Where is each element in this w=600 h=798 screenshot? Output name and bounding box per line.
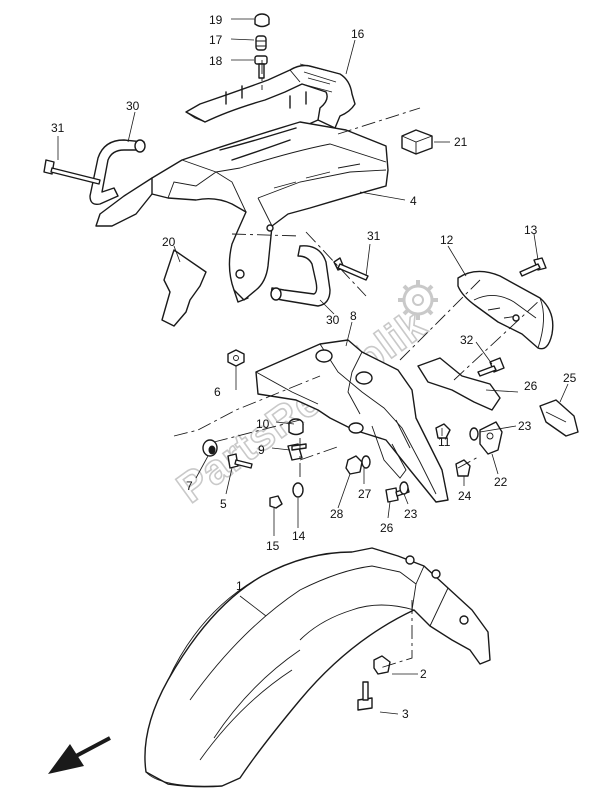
callout-11: 11 [438,435,451,449]
callout-19: 19 [209,13,223,27]
callout-25: 25 [563,371,577,385]
part-bolt-5 [227,453,253,469]
part-damper-block [401,129,433,155]
callout-23a: 23 [404,507,418,521]
callout-30a: 30 [126,99,140,113]
callout-17: 17 [209,33,223,47]
callout-23b: 23 [518,419,532,433]
callout-31b: 31 [367,229,381,243]
callout-5: 5 [220,497,227,511]
gear-logo-icon [398,280,438,320]
callout-6: 6 [214,385,221,399]
callout-29: 28 [330,507,344,521]
front-direction-arrow-icon [48,736,111,774]
part-nut-15 [269,495,283,509]
callout-18: 18 [209,54,223,68]
part-nut-2 [373,655,391,675]
callout-21: 21 [454,135,468,149]
callout-12: 12 [440,233,454,247]
callout-13: 13 [524,223,538,237]
callout-26: 24 [458,489,472,503]
part-license-bracket [417,357,501,411]
callout-30b: 30 [326,313,340,327]
callout-15: 15 [266,539,280,553]
part-bolt-32 [477,357,505,377]
part-nut-11 [435,423,451,439]
part-hand-grip-left [89,139,146,206]
part-sticker [161,249,207,327]
callout-4: 4 [410,194,417,208]
callout-22: 22 [494,475,508,489]
callout-31a: 31 [51,121,65,135]
part-bolt-left [43,159,101,185]
callout-1: 1 [236,579,243,593]
part-bolt-9 [287,443,307,461]
part-nut-6 [227,349,245,367]
callout-20: 20 [162,235,176,249]
leader-lines [57,18,569,715]
part-bolt-13 [519,257,547,277]
callout-3: 3 [402,707,409,721]
part-cap [254,13,270,28]
part-tail-cover [457,270,554,350]
part-washer-14 [292,482,304,498]
part-rear-fender [144,547,491,788]
callout-32: 32 [460,333,474,347]
part-bolt-mid [333,257,369,281]
part-bolt-top [254,55,268,79]
part-carrier-frame [95,121,389,303]
alignment-lines [173,60,541,669]
part-nut-29 [345,455,363,475]
callout-27: 26 [524,379,538,393]
part-washer-23b [469,427,479,441]
callout-28: 27 [358,487,372,501]
callout-7: 7 [186,479,193,493]
callout-10: 10 [256,417,270,431]
callout-24: 26 [380,521,394,535]
part-hand-grip-right [270,245,331,307]
part-bracket-22 [479,421,503,455]
callout-2: 2 [420,667,427,681]
callout-16: 16 [351,27,365,41]
part-washer-28 [361,455,371,469]
part-washer-23a [399,481,409,495]
part-fender-base [255,339,449,503]
callout-14: 14 [292,529,306,543]
part-screw-3 [357,681,373,711]
part-nut-26 [455,459,471,477]
callout-8: 8 [350,309,357,323]
part-collar [255,35,267,51]
part-grommet-7 [202,439,218,457]
callout-labels: 19 17 18 16 30 31 21 4 20 31 12 13 30 8 … [51,13,577,721]
part-reflector [539,399,579,437]
callout-9: 9 [258,443,265,457]
